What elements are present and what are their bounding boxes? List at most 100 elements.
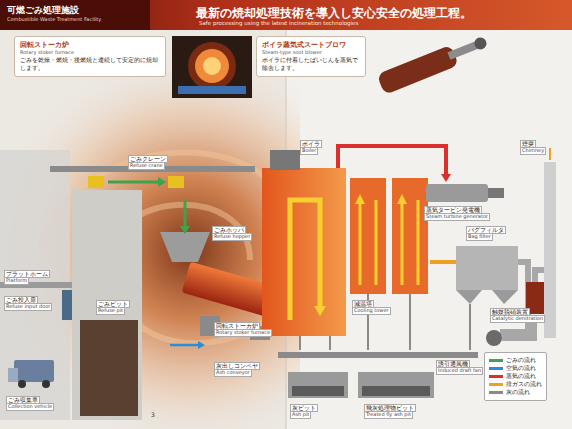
kiln-photo <box>178 86 246 94</box>
part-label: Catalytic denitration <box>490 315 545 323</box>
boiler <box>355 194 365 204</box>
part-label: Steam turbine generator <box>424 213 490 221</box>
legend-row: 灰の流れ <box>489 389 542 396</box>
refuse-building <box>14 360 54 382</box>
legend-text: ごみの流れ <box>506 357 536 364</box>
gas-treatment <box>544 162 556 338</box>
refuse-building <box>108 181 160 184</box>
refuse-building <box>72 190 142 420</box>
kiln-photo <box>172 36 252 98</box>
legend-swatch <box>489 375 503 378</box>
part-label: Cooling tower <box>352 307 391 315</box>
callout-box: ボイラ蒸気式スートブロワSteam-type soot blowerボイラに付着… <box>256 36 366 77</box>
legend-swatch <box>489 383 503 386</box>
legend-row: 蒸気の流れ <box>489 373 542 380</box>
boiler <box>338 146 446 178</box>
furnace <box>180 226 190 234</box>
callout-subheading: Rotary stoker furnace <box>20 49 160 55</box>
refuse-building <box>88 176 104 188</box>
refuse-building <box>8 368 18 382</box>
kiln-photo <box>188 42 236 90</box>
part-label: Boiler <box>300 147 318 155</box>
legend-text: 排ガスの流れ <box>506 381 542 388</box>
boiler <box>262 168 346 336</box>
part-label: Refuse hopper <box>212 233 252 241</box>
boiler <box>360 200 418 285</box>
page-ground <box>0 0 150 30</box>
ash-handling <box>278 294 478 398</box>
soot-blower-picture <box>473 36 489 52</box>
legend-swatch <box>489 359 503 362</box>
part-label: Rotary stoker furnace <box>214 329 272 337</box>
turbine <box>488 188 504 198</box>
section-heading: 可燃ごみ処理施設 <box>6 5 80 15</box>
gas-treatment <box>549 148 551 160</box>
part-label: Chimney <box>520 147 546 155</box>
callout-box: 回転ストーカ炉Rotary stoker furnace ごみを乾燥・燃焼・後燃焼… <box>14 36 166 77</box>
part-label: Treated fly ash pit <box>364 411 413 419</box>
kiln-photo <box>172 36 252 98</box>
boiler <box>262 146 451 336</box>
legend-text: 空気の流れ <box>506 365 536 372</box>
page-number: 3 <box>150 412 156 419</box>
callout-body: ごみを乾燥・燃焼・後燃焼と連続して安定的に焼却します。 <box>20 57 160 72</box>
ash-handling <box>288 372 348 398</box>
ash-handling <box>362 386 430 396</box>
boiler <box>314 306 326 316</box>
ash-handling <box>358 372 434 398</box>
title-subtitle: Safe processing using the latest inciner… <box>198 20 359 26</box>
boiler <box>290 200 320 320</box>
gas-treatment <box>430 148 556 346</box>
part-label: Induced draft fan <box>436 367 483 375</box>
ash-handling <box>292 386 344 396</box>
legend-text: 蒸気の流れ <box>506 373 536 380</box>
part-label: Collection vehicle <box>6 403 54 411</box>
gas-treatment <box>456 246 518 290</box>
section-subheading: Combustible Waste Treatment Facility <box>6 17 102 23</box>
part-label: Refuse input door <box>4 303 52 311</box>
soot-blower-picture <box>377 45 459 95</box>
refuse-building <box>168 176 184 188</box>
turbine <box>426 184 504 202</box>
gas-treatment <box>456 290 518 304</box>
legend-swatch <box>489 367 503 370</box>
kiln-photo <box>195 49 229 83</box>
callout-subheading: Steam-type soot blower <box>262 49 360 55</box>
soot-blower-picture <box>377 32 491 95</box>
page-title: 最新の焼却処理技術を導入し安心安全の処理工程。 <box>196 5 472 22</box>
boiler <box>350 178 386 294</box>
part-label: Ash conveyor <box>214 369 252 377</box>
callout-heading: 回転ストーカ炉 <box>20 41 160 49</box>
refuse-building <box>62 290 72 320</box>
legend-row: ごみの流れ <box>489 357 542 364</box>
gas-treatment <box>430 260 456 264</box>
furnace <box>160 232 210 262</box>
part-label: Refuse pit <box>96 307 125 315</box>
soot-blower-picture <box>447 41 478 60</box>
boiler <box>441 174 451 182</box>
part-label: Bag filter <box>466 233 493 241</box>
page-ground <box>0 30 300 429</box>
legend-box: ごみの流れ空気の流れ蒸気の流れ排ガスの流れ灰の流れ <box>484 352 547 401</box>
refuse-building <box>18 380 26 388</box>
boiler <box>397 194 407 204</box>
turbine <box>426 184 488 202</box>
part-label: Refuse crane <box>128 162 165 170</box>
furnace <box>198 341 205 349</box>
part-label: Ash pit <box>290 411 311 419</box>
ash-handling <box>278 352 478 358</box>
boiler <box>270 150 300 170</box>
boiler <box>392 178 428 294</box>
legend-text: 灰の流れ <box>506 389 530 396</box>
refuse-building <box>158 177 166 187</box>
kiln-photo <box>203 57 221 75</box>
page-ground <box>0 0 572 30</box>
callout-body: ボイラに付着したばいじんを蒸気で除去します。 <box>262 57 360 72</box>
part-label: Platform <box>4 277 29 285</box>
gas-treatment <box>486 330 502 346</box>
furnace <box>170 344 200 347</box>
furnace <box>184 200 187 228</box>
ash-handling <box>300 294 470 350</box>
